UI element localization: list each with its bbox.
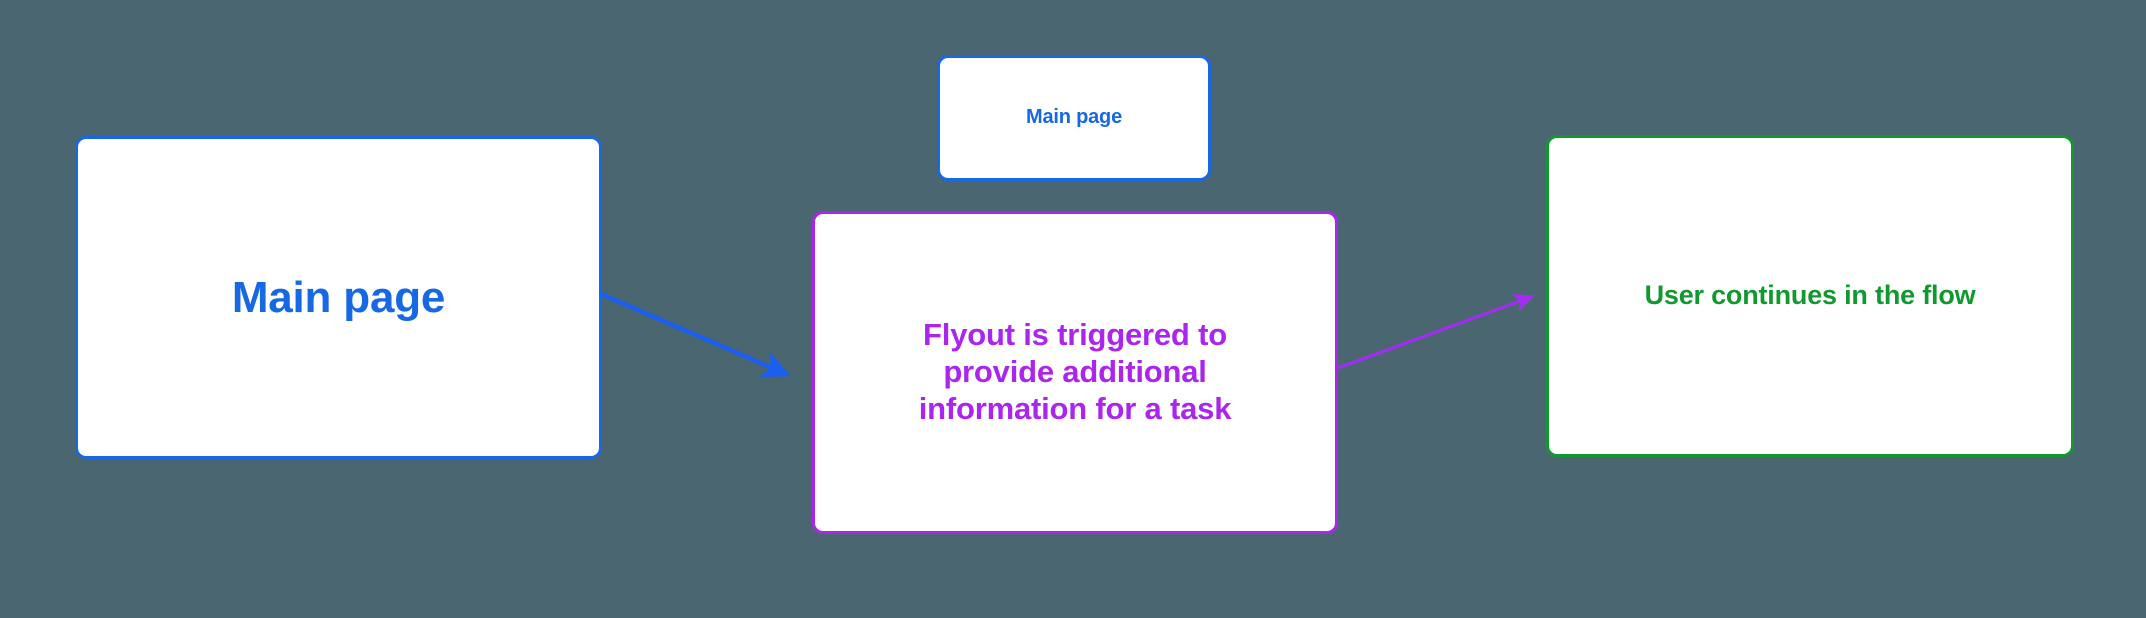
node-main-page-small[interactable]: Main page: [937, 55, 1211, 181]
node-main-page-label: Main page: [231, 272, 446, 322]
node-flyout-label: Flyout is triggered to provide additiona…: [918, 317, 1232, 426]
node-main-page[interactable]: Main page: [75, 136, 602, 459]
node-flyout[interactable]: Flyout is triggered to provide additiona…: [812, 211, 1338, 534]
connector-main-page-to-flyout: [600, 291, 791, 378]
node-user-continues[interactable]: User continues in the flow: [1546, 135, 2074, 457]
node-user-continues-label: User continues in the flow: [1644, 280, 1976, 311]
connector-flyout-to-continue: [1337, 293, 1535, 370]
node-main-page-small-label: Main page: [1026, 106, 1122, 129]
